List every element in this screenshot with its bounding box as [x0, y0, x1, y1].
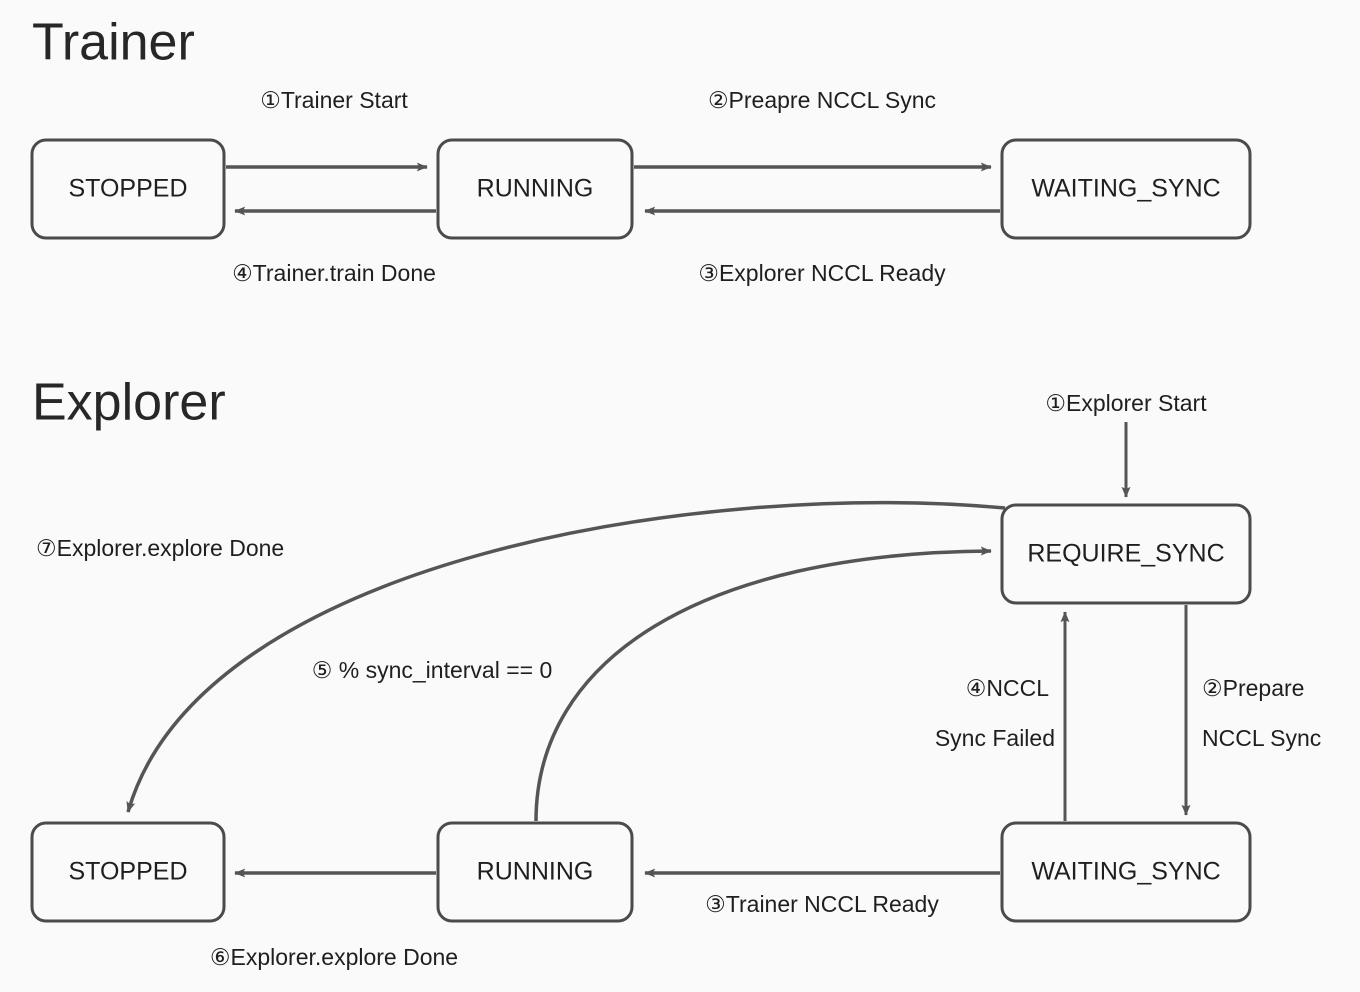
transition-label-explorer-explore-done-require-sync: ⑦Explorer.explore Done: [36, 535, 284, 561]
transition-label-nccl: ④NCCL: [966, 675, 1049, 701]
section-title-trainer: Trainer: [32, 14, 195, 72]
state-box: [30, 138, 226, 240]
state-label: STOPPED: [68, 175, 187, 203]
transition-label-explorer-nccl-ready: ③Explorer NCCL Ready: [698, 260, 946, 286]
state-label: WAITING_SYNC: [1031, 858, 1220, 886]
transition-label-explorer-start: ①Explorer Start: [1045, 390, 1207, 416]
transition-label-prepare: ②Prepare: [1202, 675, 1304, 701]
state-box: [436, 821, 634, 923]
state-label: WAITING_SYNC: [1031, 175, 1220, 203]
state-node-explorer-stopped[interactable]: STOPPED: [30, 821, 226, 923]
state-box: [1000, 138, 1252, 240]
state-box: [436, 138, 634, 240]
state-label: RUNNING: [477, 175, 594, 203]
state-box: [1000, 503, 1252, 605]
transition-label-trainer-nccl-ready: ③Trainer NCCL Ready: [705, 891, 939, 917]
transition-label-trainer-start: ①Trainer Start: [260, 87, 408, 113]
state-label: REQUIRE_SYNC: [1027, 540, 1224, 568]
transition-label-sync-failed: Sync Failed: [935, 725, 1055, 751]
state-box: [1000, 821, 1252, 923]
state-node-explorer-running[interactable]: RUNNING: [436, 821, 634, 923]
state-node-explorer-waiting-sync[interactable]: WAITING_SYNC: [1000, 821, 1252, 923]
state-label: RUNNING: [477, 858, 594, 886]
transition-arrow-explorer-explore-done-require-sync: [126, 500, 1006, 813]
transition-arrow-sync-interval: [534, 546, 992, 822]
transition-label-prepare-line2: NCCL Sync: [1202, 725, 1321, 751]
state-node-trainer-waiting-sync[interactable]: WAITING_SYNC: [1000, 138, 1252, 240]
transition-label-trainer-train-done: ④Trainer.train Done: [232, 260, 436, 286]
state-label: STOPPED: [68, 858, 187, 886]
transition-label-sync-interval: ⑤ % sync_interval == 0: [312, 657, 553, 683]
state-node-trainer-stopped[interactable]: STOPPED: [30, 138, 226, 240]
transition-label-explorer-explore-done-running: ⑥Explorer.explore Done: [210, 944, 458, 970]
state-node-trainer-running[interactable]: RUNNING: [436, 138, 634, 240]
transition-label-prepare-nccl-sync: ②Preapre NCCL Sync: [708, 87, 936, 113]
section-title-explorer: Explorer: [32, 374, 226, 432]
state-node-explorer-require-sync[interactable]: REQUIRE_SYNC: [1000, 503, 1252, 605]
state-box: [30, 821, 226, 923]
